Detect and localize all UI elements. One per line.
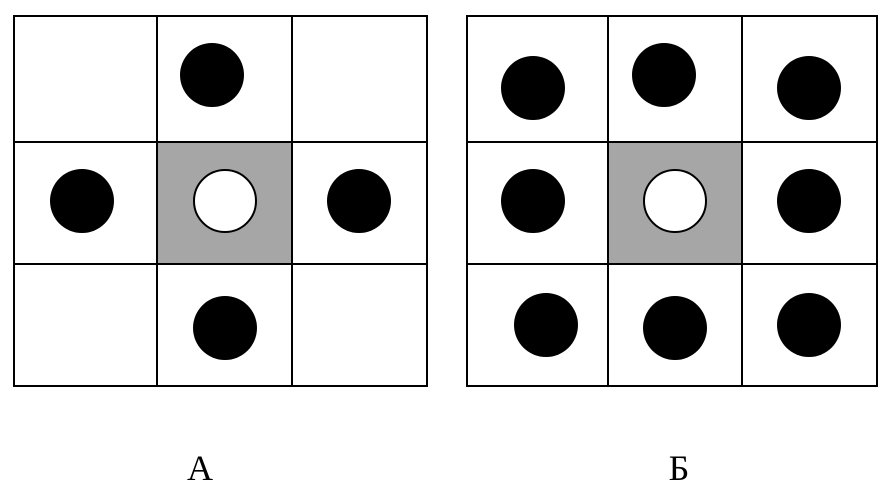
neighbor-dot-right (327, 169, 391, 233)
diagram-a (13, 15, 428, 387)
center-dot (193, 169, 257, 233)
diagram-b (466, 15, 878, 387)
neighbor-dot-bottom (643, 296, 707, 360)
neighbor-dot-top-right (777, 56, 841, 120)
diagram-a-label: А (187, 448, 213, 488)
neighbor-dot-right (777, 169, 841, 233)
neighbor-dot-bottom-right (777, 293, 841, 357)
neighbor-dot-top (180, 43, 244, 107)
neighbor-dot-bottom-left (514, 293, 578, 357)
grid-border (13, 15, 428, 387)
neighbor-dot-bottom (193, 296, 257, 360)
grid-border (466, 15, 878, 387)
neighbor-dot-top-left (501, 56, 565, 120)
neighbor-dot-top (632, 43, 696, 107)
neighbor-dot-left (50, 169, 114, 233)
diagram-b-label: Б (668, 448, 690, 488)
center-dot (643, 169, 707, 233)
neighbor-dot-left (501, 169, 565, 233)
